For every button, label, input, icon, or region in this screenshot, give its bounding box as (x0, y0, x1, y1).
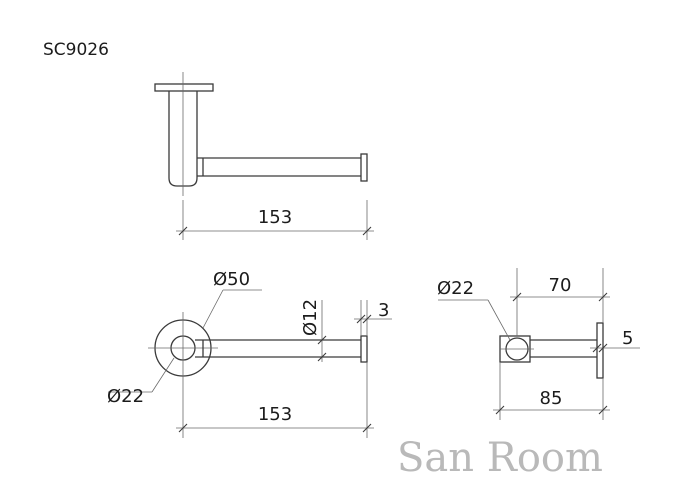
dimension-tick (362, 423, 372, 433)
front-length-label: 153 (258, 404, 292, 425)
dimension-tick (598, 405, 608, 415)
watermark: San Room (397, 435, 603, 481)
end-cap-label: 3 (378, 300, 389, 321)
leader-line (202, 289, 224, 329)
dimension-tick (598, 343, 608, 353)
dimension-tick (317, 335, 327, 345)
dimension-tick (317, 352, 327, 362)
wall-plate (596, 322, 604, 379)
end-view: Ø22 70 5 85 (437, 268, 640, 420)
side-length-label: 153 (258, 207, 292, 228)
model-code: SC9026 (43, 40, 109, 60)
wall-flange (154, 83, 214, 92)
dimension-tick (495, 405, 505, 415)
dimension-tick (592, 343, 602, 353)
dimension-tick (178, 226, 188, 236)
side-view: 153 (154, 72, 374, 240)
dimension-tick (356, 314, 366, 324)
end-diameter-label: Ø22 (437, 278, 474, 299)
leader-line (151, 357, 175, 393)
depth-label: 70 (549, 275, 572, 296)
front-view: Ø50 Ø22 Ø12 3 153 (107, 269, 392, 438)
dimension-tick (512, 292, 522, 302)
bar-diameter-label: Ø12 (300, 299, 321, 336)
dimension-tick (362, 226, 372, 236)
dimension-tick (362, 314, 372, 324)
inner-diameter-label: Ø22 (107, 386, 144, 407)
plate-label: 5 (622, 328, 633, 349)
dimension-tick (598, 292, 608, 302)
leader-line (487, 299, 511, 341)
overall-label: 85 (540, 388, 563, 409)
outer-diameter-label: Ø50 (213, 269, 250, 290)
dimension-tick (178, 423, 188, 433)
bar-end-cap (360, 335, 368, 363)
bar-end-cap (360, 153, 368, 182)
